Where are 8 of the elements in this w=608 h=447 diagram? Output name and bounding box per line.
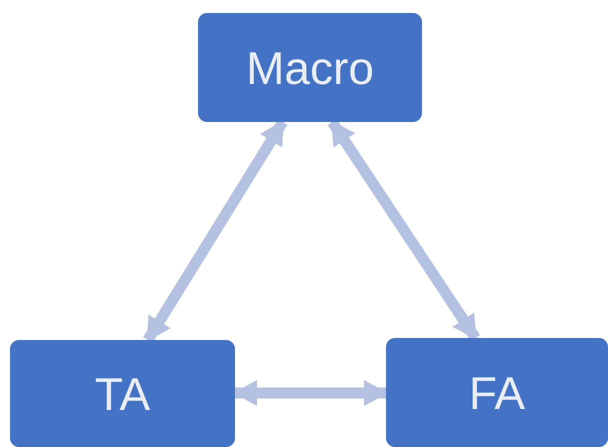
process-box xyxy=(386,338,608,447)
node-label: TA xyxy=(94,370,150,416)
process-box xyxy=(10,340,235,447)
process-box xyxy=(198,13,422,122)
node-label: FA xyxy=(468,370,526,416)
double-arrow xyxy=(233,380,388,406)
double-arrow xyxy=(143,119,288,343)
node-label: Macro xyxy=(246,44,374,90)
